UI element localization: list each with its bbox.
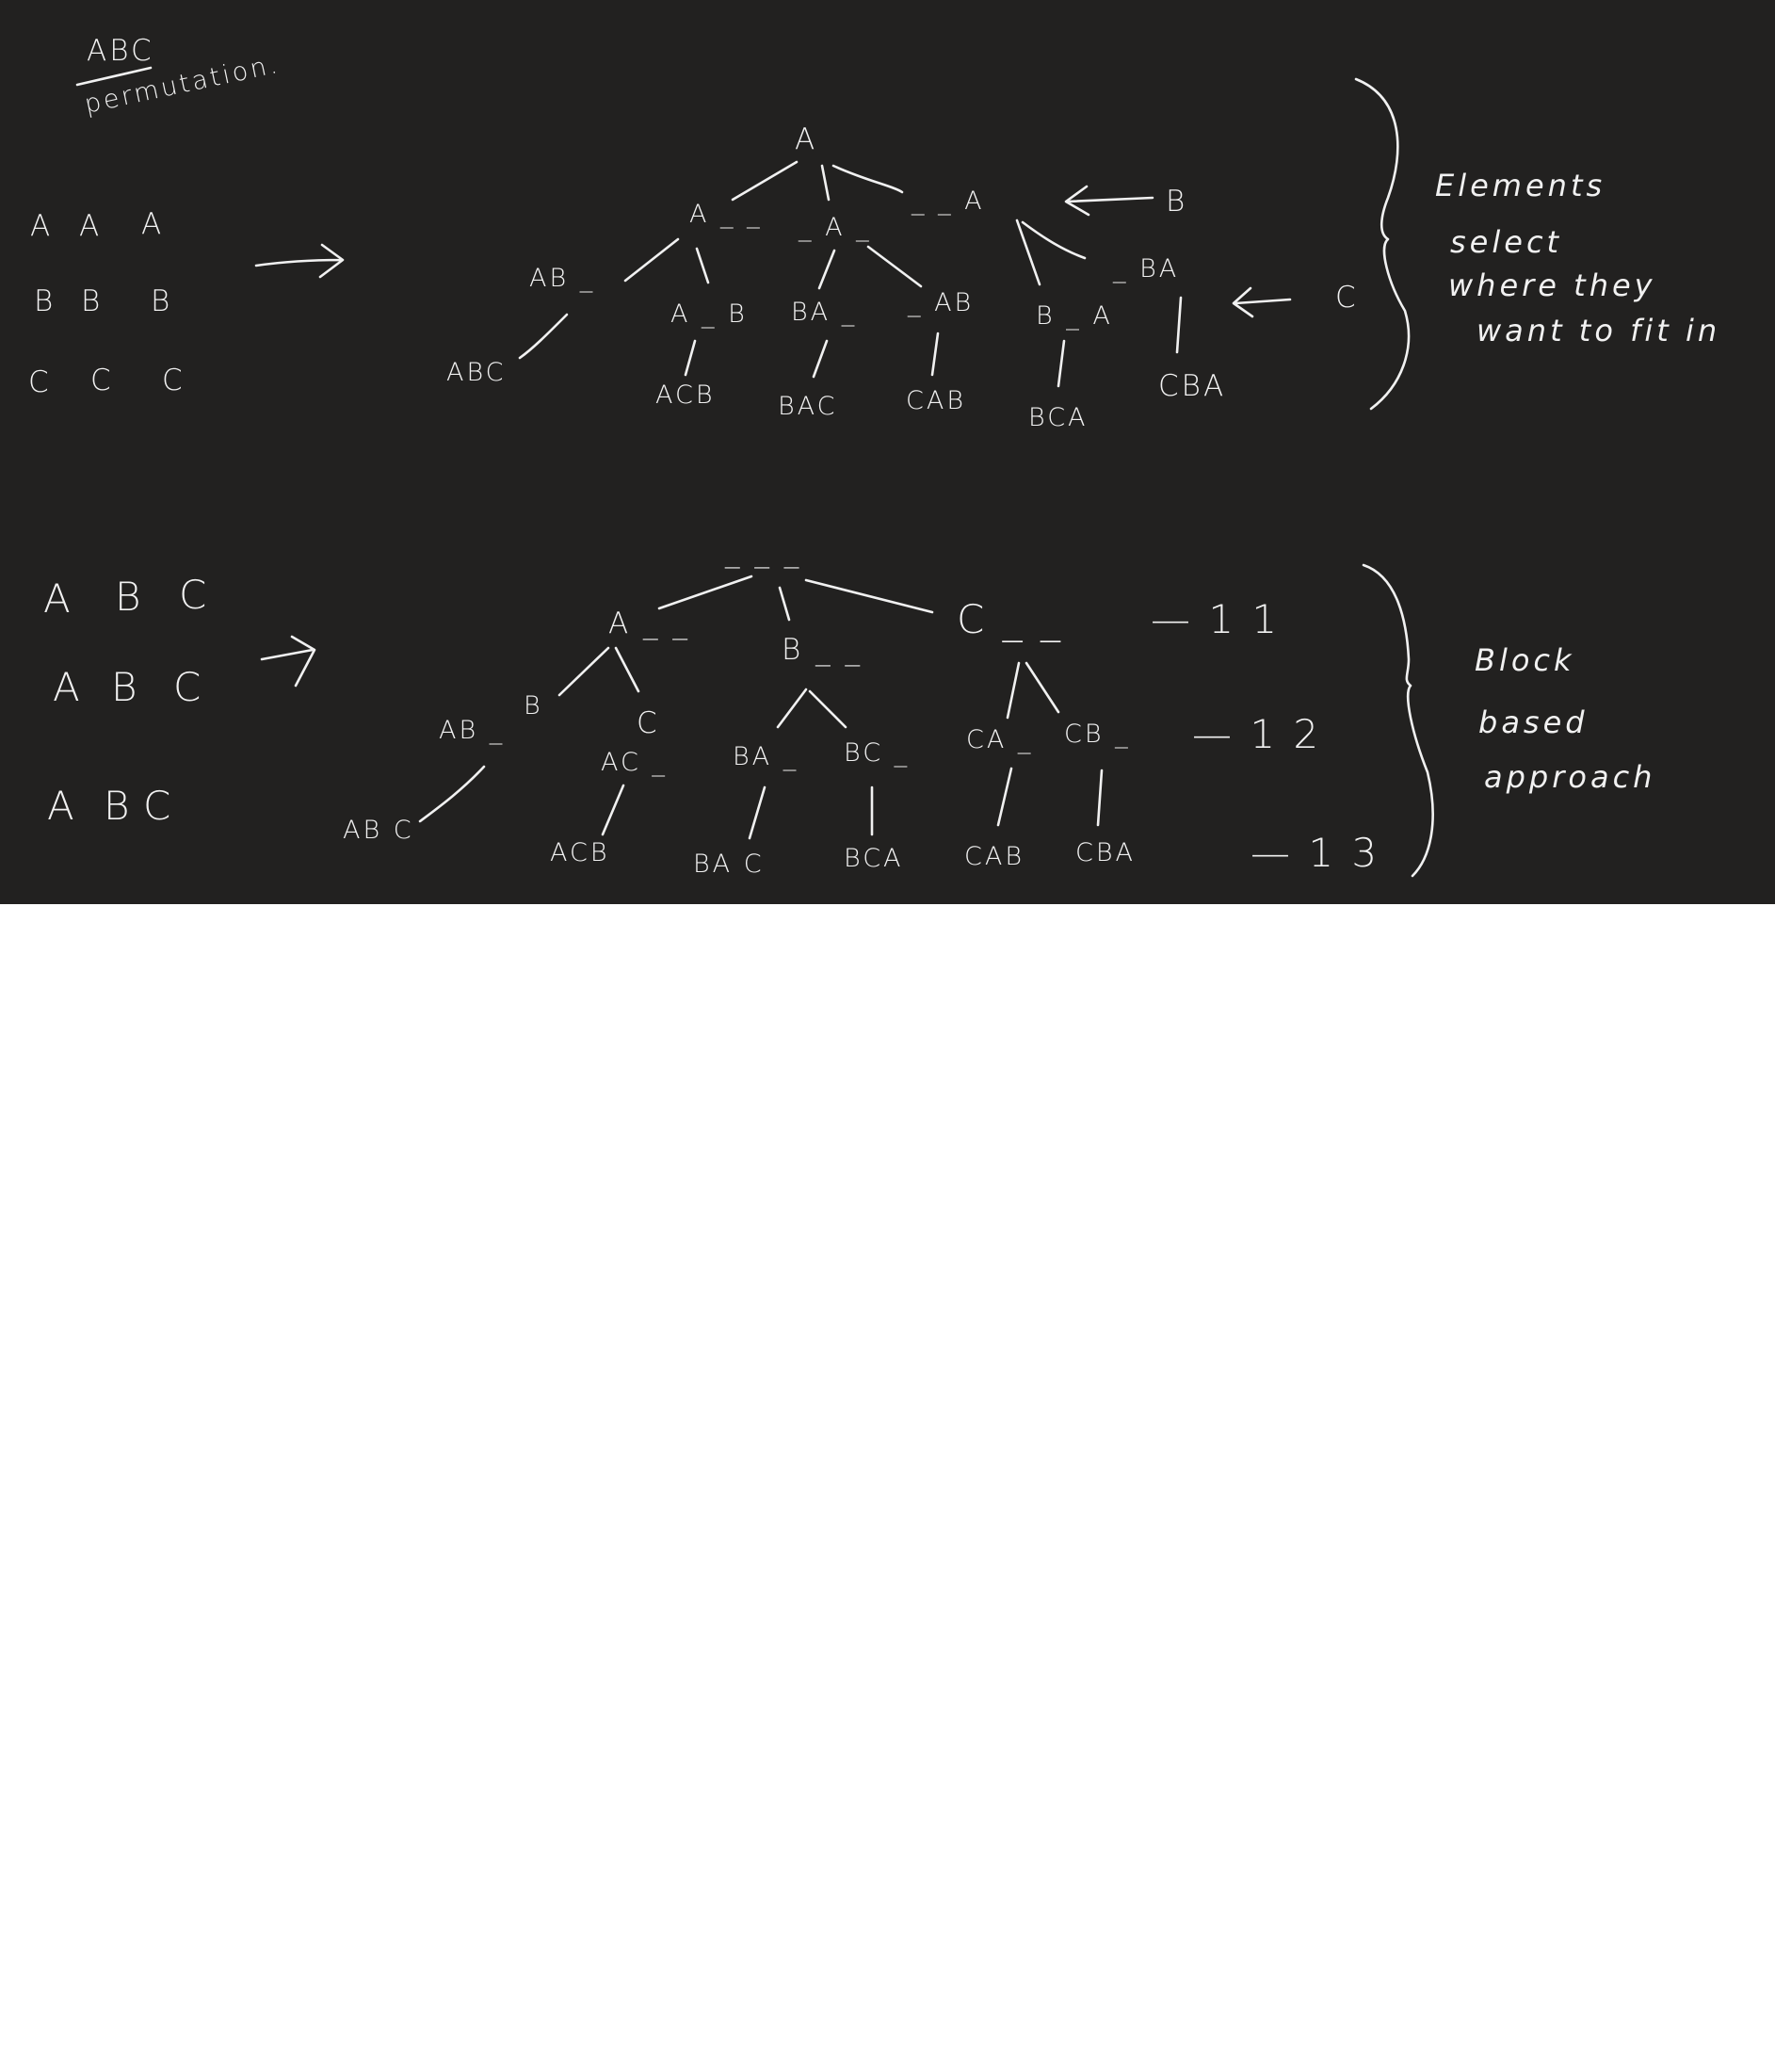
section2-note-line: approach: [1484, 759, 1655, 795]
tree2-level1-branches: [1006, 661, 1060, 720]
section2-note-line: Block: [1475, 642, 1575, 678]
tree2-leaf: BCA: [844, 844, 904, 873]
tree2-leaf: CAB: [964, 842, 1025, 871]
tree2-level2-node: CA _: [966, 725, 1033, 754]
tree2-leaf-branch: [1096, 769, 1104, 827]
tree1-leaf: ACB: [655, 380, 716, 410]
tree1-level2-node: B _ A: [1036, 301, 1113, 331]
grid2-cell: B: [115, 574, 144, 620]
grid1-cell: A: [141, 207, 164, 241]
tree2-leaf-branch: [748, 785, 766, 840]
tree1-level2-node: BA _: [791, 298, 857, 327]
section2-brace: [1362, 563, 1434, 878]
grid2-cell: A: [47, 783, 77, 829]
tree1-leaf-branch: [1057, 339, 1066, 388]
section1-note-line: want to fit in: [1476, 313, 1720, 348]
tree2-level2-node: AB _: [439, 716, 505, 745]
tree2-leaf: CBA: [1075, 838, 1136, 867]
tree1-level2-node: A _ B: [670, 299, 748, 329]
section1-note-line: select: [1450, 224, 1562, 260]
tree2-level1-node: B _ _: [782, 633, 863, 667]
tree2-level2-node: BA _: [733, 742, 799, 771]
tree1-leaf-branch: [518, 313, 569, 360]
tree1-level1-node: _ _ A: [911, 186, 985, 216]
tree1-leaf: ABC: [446, 358, 507, 387]
section1-note-line: Elements: [1435, 168, 1606, 203]
heading-title: ABC: [87, 34, 154, 68]
grid1-cell: B: [81, 284, 103, 318]
tree1-level1-node: _ A _: [798, 213, 872, 242]
tree2-level-count: — 1 1: [1151, 596, 1280, 642]
tree1-level1-branches: [1015, 219, 1087, 286]
tree1-level1-branches: [623, 237, 710, 284]
tree2-level1-branches: [557, 646, 640, 697]
tree1-level1-branches: [817, 245, 923, 290]
tree1-insert-label: B: [1166, 185, 1187, 219]
tree1-leaf: CBA: [1158, 369, 1226, 403]
tree2-level-count: — 1 3: [1251, 830, 1380, 876]
grid2-cell: C: [173, 664, 203, 710]
tree2-leaf-branch: [996, 767, 1013, 827]
tree1-leaf-branch: [812, 339, 829, 379]
grid2-cell: A: [43, 575, 73, 622]
grid1-cell: C: [28, 365, 52, 399]
tree2-leaf-branch: [601, 784, 625, 836]
tree2-root: _ _ _: [724, 535, 801, 569]
section1-brace: [1354, 77, 1411, 411]
grid1-cell: A: [79, 209, 102, 243]
grid1-cell: A: [30, 209, 53, 243]
tree2-branch-label: B: [524, 691, 543, 720]
section1-right-arrow-icon: [254, 243, 345, 279]
tree1-insert-label: C: [1335, 281, 1359, 315]
tree1-level1-node: A _ _: [689, 200, 763, 229]
tree1-root-branches: [731, 160, 904, 202]
grid1-cell: C: [162, 364, 186, 397]
tree1-leaf: CAB: [906, 386, 966, 415]
tree2-level1-node: C _ _: [957, 596, 1063, 642]
grid2-cell: C: [179, 572, 209, 618]
tree1-leaf-branch: [684, 339, 697, 377]
section2-right-arrow-icon: [260, 635, 316, 688]
section2-note-line: based: [1478, 704, 1589, 740]
tree2-leaf: BA C: [693, 850, 765, 879]
tree1-leaf: BAC: [778, 392, 838, 421]
section1-note-line: where they: [1448, 267, 1656, 303]
tree1-leaf: BCA: [1028, 403, 1089, 432]
tree2-level1-branches: [776, 688, 847, 729]
tree1-level2-node: _ AB: [907, 288, 974, 317]
tree1-insert-arrow-icon: [1232, 286, 1292, 318]
grid2-cell: C: [143, 783, 173, 829]
tree1-level2-node: _ BA: [1112, 254, 1179, 283]
tree1-leaf-branch: [930, 332, 940, 377]
tree2-leaf-branch: [418, 765, 486, 823]
grid1-cell: C: [90, 364, 114, 397]
tree1-level2-node: AB _: [529, 264, 595, 293]
tree2-root-branches: [657, 575, 934, 622]
tree1-root: A: [795, 122, 817, 156]
grid2-cell: B: [104, 783, 133, 829]
tree1-leaf-branch: [1175, 296, 1183, 354]
tree2-level2-node: CB _: [1064, 720, 1131, 749]
tree2-level-count: — 1 2: [1192, 711, 1321, 757]
tree1-insert-arrow-icon: [1064, 185, 1154, 217]
grid2-cell: A: [53, 664, 83, 710]
tree2-branch-label: C: [637, 706, 660, 740]
blank-page-area: [0, 904, 1775, 2072]
grid1-cell: B: [151, 284, 172, 318]
tree2-level1-node: A _ _: [608, 607, 690, 640]
whiteboard: ABC permutation. A A A B B B C C C A A _…: [0, 0, 1775, 904]
section2-letter-grid: A B C A B C A B C: [43, 572, 209, 829]
section1-letter-grid: A A A B B B C C C: [28, 207, 186, 399]
whiteboard-drawing: ABC permutation. A A A B B B C C C A A _…: [28, 34, 1720, 879]
tree2-level2-node: AC _: [601, 748, 668, 777]
tree2-leaf: AB C: [343, 816, 414, 845]
heading-underline: [75, 66, 153, 87]
tree2-level2-node: BC _: [844, 738, 910, 768]
grid2-cell: B: [111, 664, 140, 710]
grid1-cell: B: [34, 284, 56, 318]
tree2-leaf: ACB: [550, 838, 610, 867]
